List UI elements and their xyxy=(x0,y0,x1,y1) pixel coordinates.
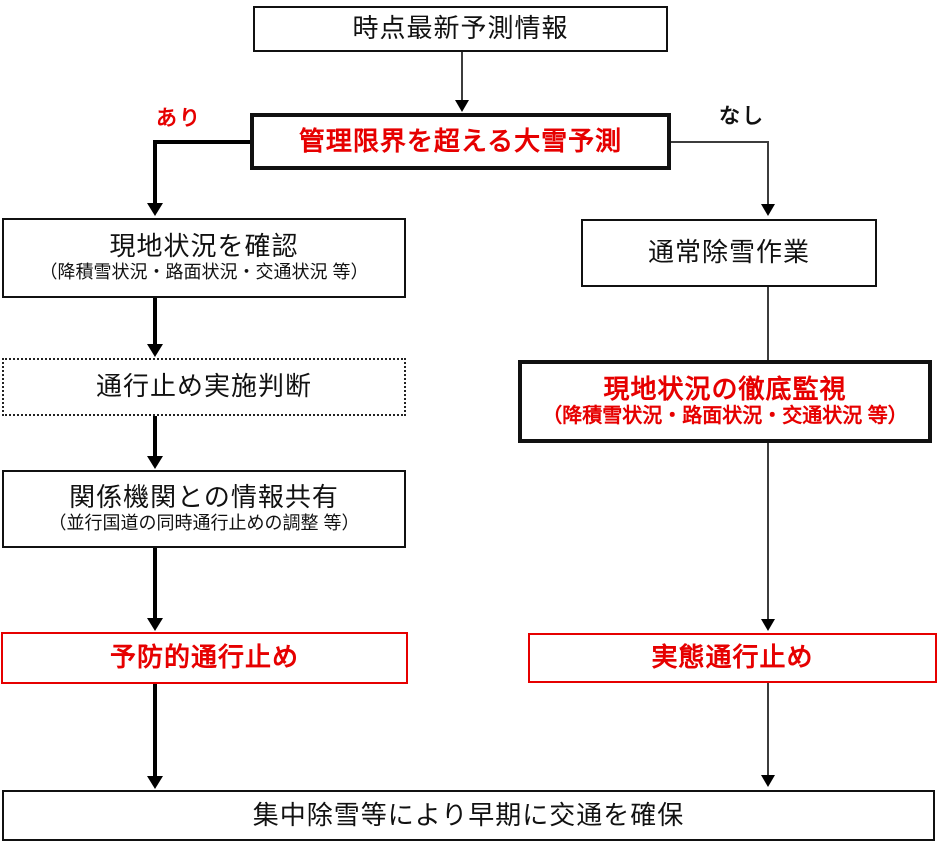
arrowhead-monitoring-to-actual xyxy=(761,619,775,631)
branch-label-no: なし xyxy=(719,105,765,128)
node-latest-forecast-label: 時点最新予測情報 xyxy=(352,13,569,44)
arrowhead-check-to-judge xyxy=(147,344,163,357)
node-info-sharing: 関係機関との情報共有 （並行国道の同時通行止めの調整 等） xyxy=(2,470,406,548)
node-final-goal: 集中除雪等により早期に交通を確保 xyxy=(2,790,935,841)
connector-branch-yes-vertical xyxy=(153,140,157,205)
node-check-site-label: 現地状況を確認 xyxy=(109,231,299,262)
arrowhead-branch-yes xyxy=(147,203,163,216)
connector-branch-yes-horizontal xyxy=(153,140,250,144)
arrowhead-share-to-preventive xyxy=(147,618,163,631)
node-heavy-snow-decision-label: 管理限界を超える大雪予測 xyxy=(298,125,623,156)
node-preventive-closure-label: 予防的通行止め xyxy=(109,642,299,673)
node-normal-snow-removal-label: 通常除雪作業 xyxy=(647,237,810,268)
node-info-sharing-label: 関係機関との情報共有 xyxy=(69,482,339,513)
node-site-monitoring-inner: 現地状況の徹底監視 （降積雪状況・路面状況・交通状況 等） xyxy=(520,362,930,441)
node-check-site-conditions: 現地状況を確認 （降積雪状況・路面状況・交通状況 等） xyxy=(2,218,406,298)
connector-forecast-to-decision xyxy=(461,52,463,102)
node-site-monitoring-label: 現地状況の徹底監視 xyxy=(603,373,847,404)
branch-label-yes: あり xyxy=(156,107,202,130)
connector-normal-to-monitoring xyxy=(767,287,769,360)
connector-branch-no-vertical xyxy=(767,141,769,205)
connector-share-to-preventive xyxy=(153,548,157,620)
node-final-goal-label: 集中除雪等により早期に交通を確保 xyxy=(252,799,685,830)
arrowhead-actual-to-final xyxy=(761,775,775,787)
connector-actual-to-final xyxy=(767,683,769,777)
node-actual-closure-label: 実態通行止め xyxy=(651,642,814,673)
node-check-site-sublabel: （降積雪状況・路面状況・交通状況 等） xyxy=(39,262,369,283)
node-site-monitoring: 現地状況の徹底監視 （降積雪状況・路面状況・交通状況 等） xyxy=(518,360,932,443)
node-closure-decision-label: 通行止め実施判断 xyxy=(95,371,312,402)
arrowhead-branch-no xyxy=(761,204,775,216)
connector-check-to-judge xyxy=(153,298,157,345)
node-heavy-snow-decision-inner: 管理限界を超える大雪予測 xyxy=(252,115,669,168)
node-latest-forecast: 時点最新予測情報 xyxy=(253,6,668,52)
arrowhead-preventive-to-final xyxy=(147,776,163,789)
connector-judge-to-share xyxy=(153,416,157,458)
node-normal-snow-removal: 通常除雪作業 xyxy=(581,219,877,287)
arrowhead-forecast-to-decision xyxy=(455,100,469,112)
connector-preventive-to-final xyxy=(153,684,157,777)
node-site-monitoring-sublabel: （降積雪状況・路面状況・交通状況 等） xyxy=(542,405,908,428)
node-closure-decision: 通行止め実施判断 xyxy=(2,358,406,416)
node-heavy-snow-decision: 管理限界を超える大雪予測 xyxy=(250,113,671,170)
arrowhead-judge-to-share xyxy=(147,456,163,469)
node-preventive-closure: 予防的通行止め xyxy=(1,632,408,684)
node-info-sharing-sublabel: （並行国道の同時通行止めの調整 等） xyxy=(48,513,360,534)
connector-branch-no-horizontal xyxy=(671,141,768,143)
connector-monitoring-to-actual xyxy=(767,443,769,621)
node-actual-closure: 実態通行止め xyxy=(528,633,937,683)
